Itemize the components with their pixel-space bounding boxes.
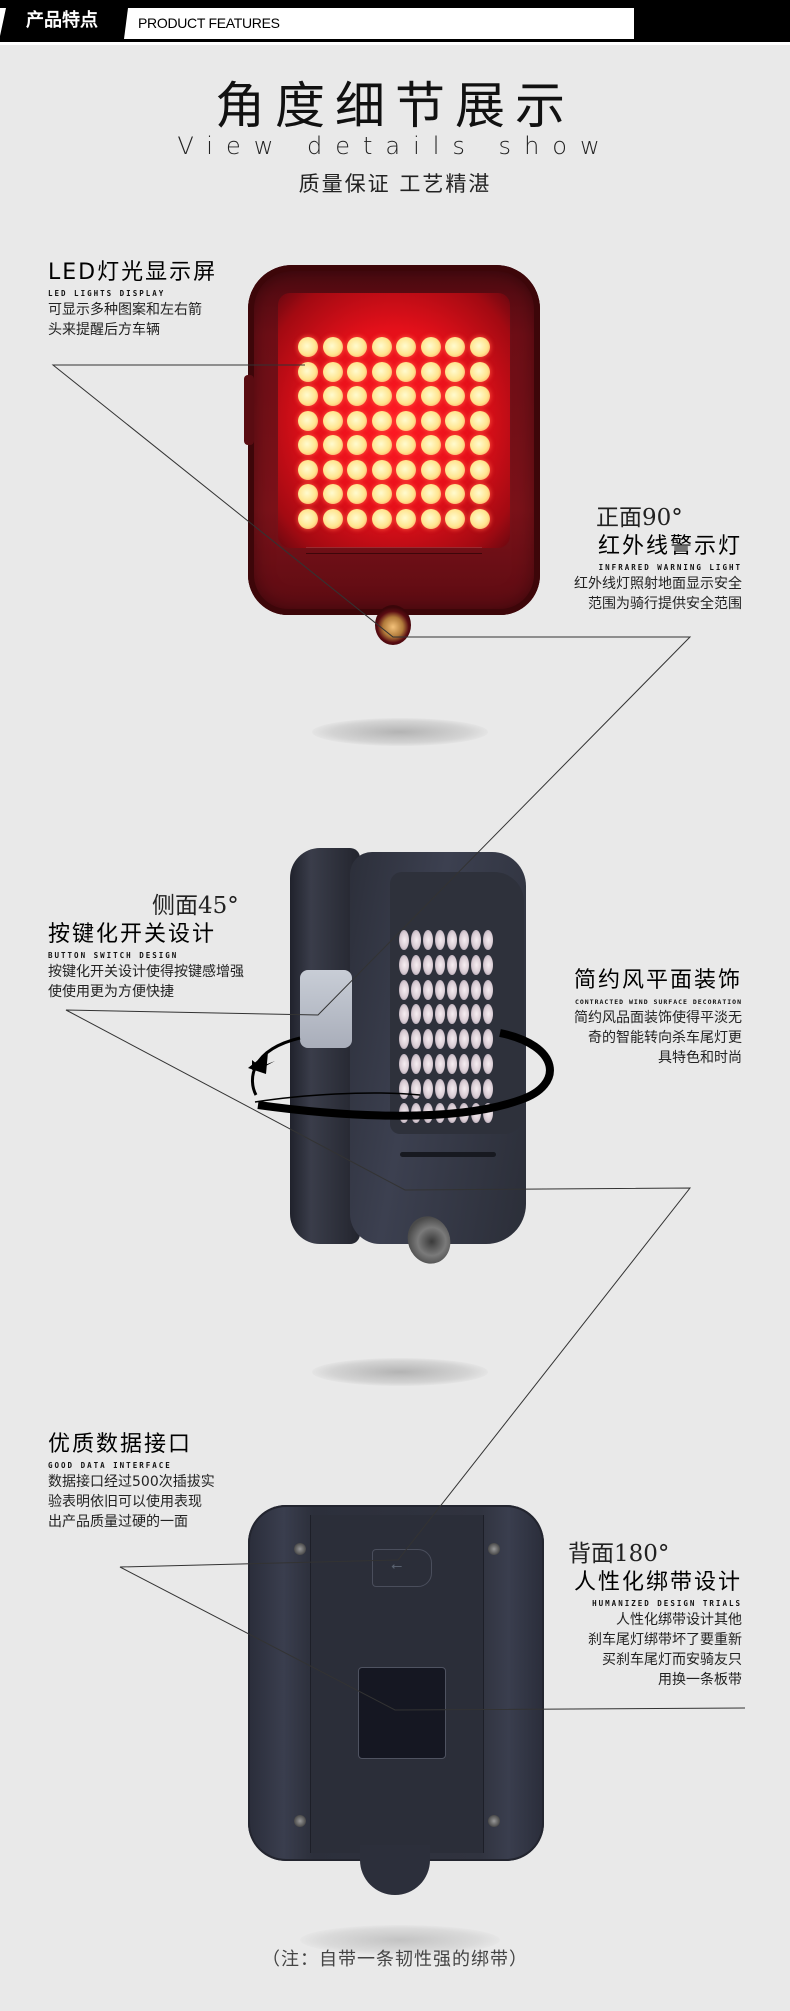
feature-title: LED灯光显示屏 [48,260,218,285]
feature-desc-line: 用换一条板带 [658,1672,742,1688]
led-dot [420,337,441,357]
section-header-bar: 产品特点 PRODUCT FEATURES [0,0,790,42]
feature-en: CONTRACTED WIND SURFACE DECORATION [574,998,742,1006]
header-slant-decoration [0,8,6,36]
feature-data-interface: 优质数据接口 GOOD DATA INTERFACE 数据接口经过500次插拔实… [48,1430,288,1532]
led-dot [371,337,392,357]
feature-desc-line: 头来提醒后方车辆 [48,322,160,338]
feature-title: 优质数据接口 [48,1432,193,1457]
feature-en: GOOD DATA INTERFACE [48,1461,172,1470]
screw-icon [294,1543,306,1555]
product-back-view: ⭠ [248,1505,544,1895]
led-dot [469,337,490,357]
feature-desc-line: 验表明依旧可以使用表现 [48,1494,202,1510]
feature-title: 简约风平面装饰 [573,968,742,993]
strap-pad [358,1667,446,1759]
page-tagline: 质量保证 工艺精湛 [298,172,492,196]
feature-desc-line: 刹车尾灯绑带坏了要重新 [588,1632,742,1648]
feature-desc-line: 人性化绑带设计其他 [616,1612,742,1628]
section-en-label-box: PRODUCT FEATURES [124,8,634,39]
feature-flat-surface: 简约风平面装饰 CONTRACTED WIND SURFACE DECORATI… [520,966,742,1068]
header-separator [0,42,790,45]
led-dot [396,337,416,357]
feature-desc-line: 奇的智能转向杀车尾灯更 [588,1030,742,1046]
screw-icon [488,1543,500,1555]
page-subtitle: View details show [177,132,613,160]
page-title: 角度细节展示 [215,77,575,135]
product-shadow [300,1925,500,1955]
section-tag: 产品特点 [26,10,98,31]
usb-port: ⭠ [372,1549,432,1587]
feature-desc-line: 可显示多种图案和左右箭 [48,302,202,318]
usb-icon: ⭠ [391,1558,403,1574]
screw-icon [294,1815,306,1827]
feature-desc-line: 数据接口经过500次插拔实 [48,1474,215,1490]
led-dot [445,337,465,357]
strap-note: （注：自带一条韧性强的绑带） [262,1949,528,1970]
feature-desc-line: 具特色和时尚 [658,1050,742,1066]
led-dot [298,337,318,357]
feature-led-display: LED灯光显示屏 LED LIGHTS DISPLAY 可显示多种图案和左右箭 … [48,258,288,340]
feature-en: HUMANIZED DESIGN TRIALS [592,1599,742,1608]
feature-en: LED LIGHTS DISPLAY [48,289,166,298]
screw-icon [488,1815,500,1827]
led-dot [347,337,367,357]
feature-angle: 背面180° [568,1541,670,1567]
feature-title: 人性化绑带设计 [573,1570,742,1595]
feature-humanized-strap: 背面180° 人性化绑带设计 HUMANIZED DESIGN TRIALS 人… [540,1534,742,1690]
feature-desc-line: 买刹车尾灯而安骑友只 [602,1652,742,1668]
feature-desc-line: 简约风品面装饰使得平淡无 [574,1010,742,1026]
section-en-label: PRODUCT FEATURES [138,15,280,31]
led-dot [322,337,343,357]
